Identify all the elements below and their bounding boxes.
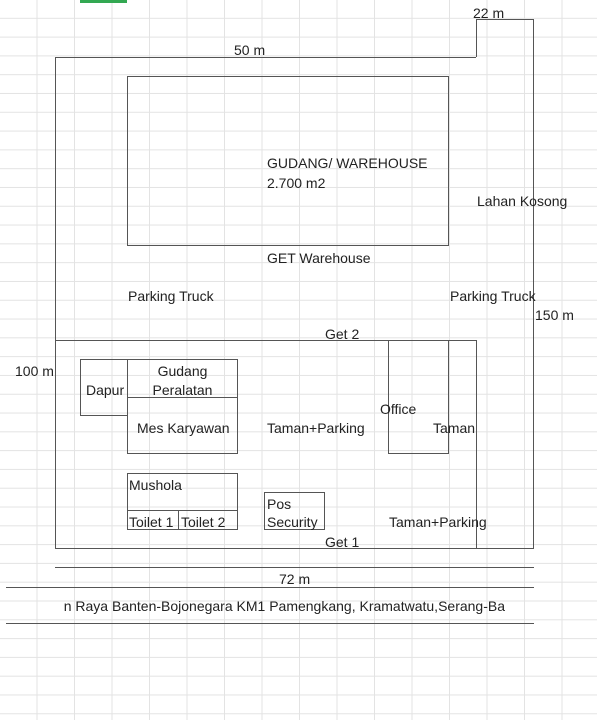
boundary-top-left <box>55 57 476 58</box>
address-text: n Raya Banten-Bojonegara KM1 Pamengkang,… <box>63 598 505 614</box>
taman-parking-right-label: Taman+Parking <box>389 514 487 530</box>
dimension-total-width: 72 m <box>279 571 311 587</box>
mes-karyawan-room <box>127 397 238 454</box>
dimension-top-right: 22 m <box>473 5 505 21</box>
warehouse-title: GUDANG/ WAREHOUSE <box>267 155 428 171</box>
security-label: Security <box>267 514 318 530</box>
mes-karyawan-label: Mes Karyawan <box>137 420 230 436</box>
toilet-2-label: Toilet 2 <box>181 514 226 530</box>
get-1-label: Get 1 <box>325 534 360 550</box>
compound-right-wall <box>476 340 477 548</box>
address-line-top <box>6 587 534 588</box>
peralatan-label: Peralatan <box>152 382 213 398</box>
get-warehouse-label: GET Warehouse <box>267 250 371 266</box>
pos-label: Pos <box>267 496 292 512</box>
parking-truck-right-label: Parking Truck <box>450 288 536 304</box>
parking-truck-left-label: Parking Truck <box>128 288 214 304</box>
top-accent-bar <box>80 0 127 3</box>
lahan-kosong-label: Lahan Kosong <box>477 193 568 209</box>
taman-parking-center-label: Taman+Parking <box>267 420 365 436</box>
boundary-bottom <box>55 548 534 549</box>
dimension-top-left: 50 m <box>234 42 266 58</box>
address-line-bottom <box>6 623 534 624</box>
office-label: Office <box>380 401 417 417</box>
office-building <box>388 340 449 454</box>
taman-label: Taman <box>433 420 476 436</box>
toilet-2-room <box>178 510 238 530</box>
boundary-left <box>55 57 56 548</box>
divider-get-2 <box>55 340 476 341</box>
boundary-top-right <box>476 19 534 20</box>
dimension-left-height: 100 m <box>15 363 54 379</box>
dimension-right-height: 150 m <box>535 307 574 323</box>
mushola-label: Mushola <box>129 477 182 493</box>
warehouse-area: 2.700 m2 <box>267 175 326 191</box>
toilet-1-label: Toilet 1 <box>129 514 174 530</box>
warehouse-building <box>127 76 449 246</box>
pos-security-building <box>264 492 325 530</box>
dimension-line-total <box>55 567 534 568</box>
address-strip: n Raya Banten-Bojonegara KM1 Pamengkang,… <box>0 589 505 623</box>
get-2-label: Get 2 <box>325 326 360 342</box>
boundary-right <box>533 19 534 548</box>
gudang-label: Gudang <box>157 363 208 379</box>
dapur-label: Dapur <box>86 382 125 398</box>
boundary-step <box>476 19 477 57</box>
